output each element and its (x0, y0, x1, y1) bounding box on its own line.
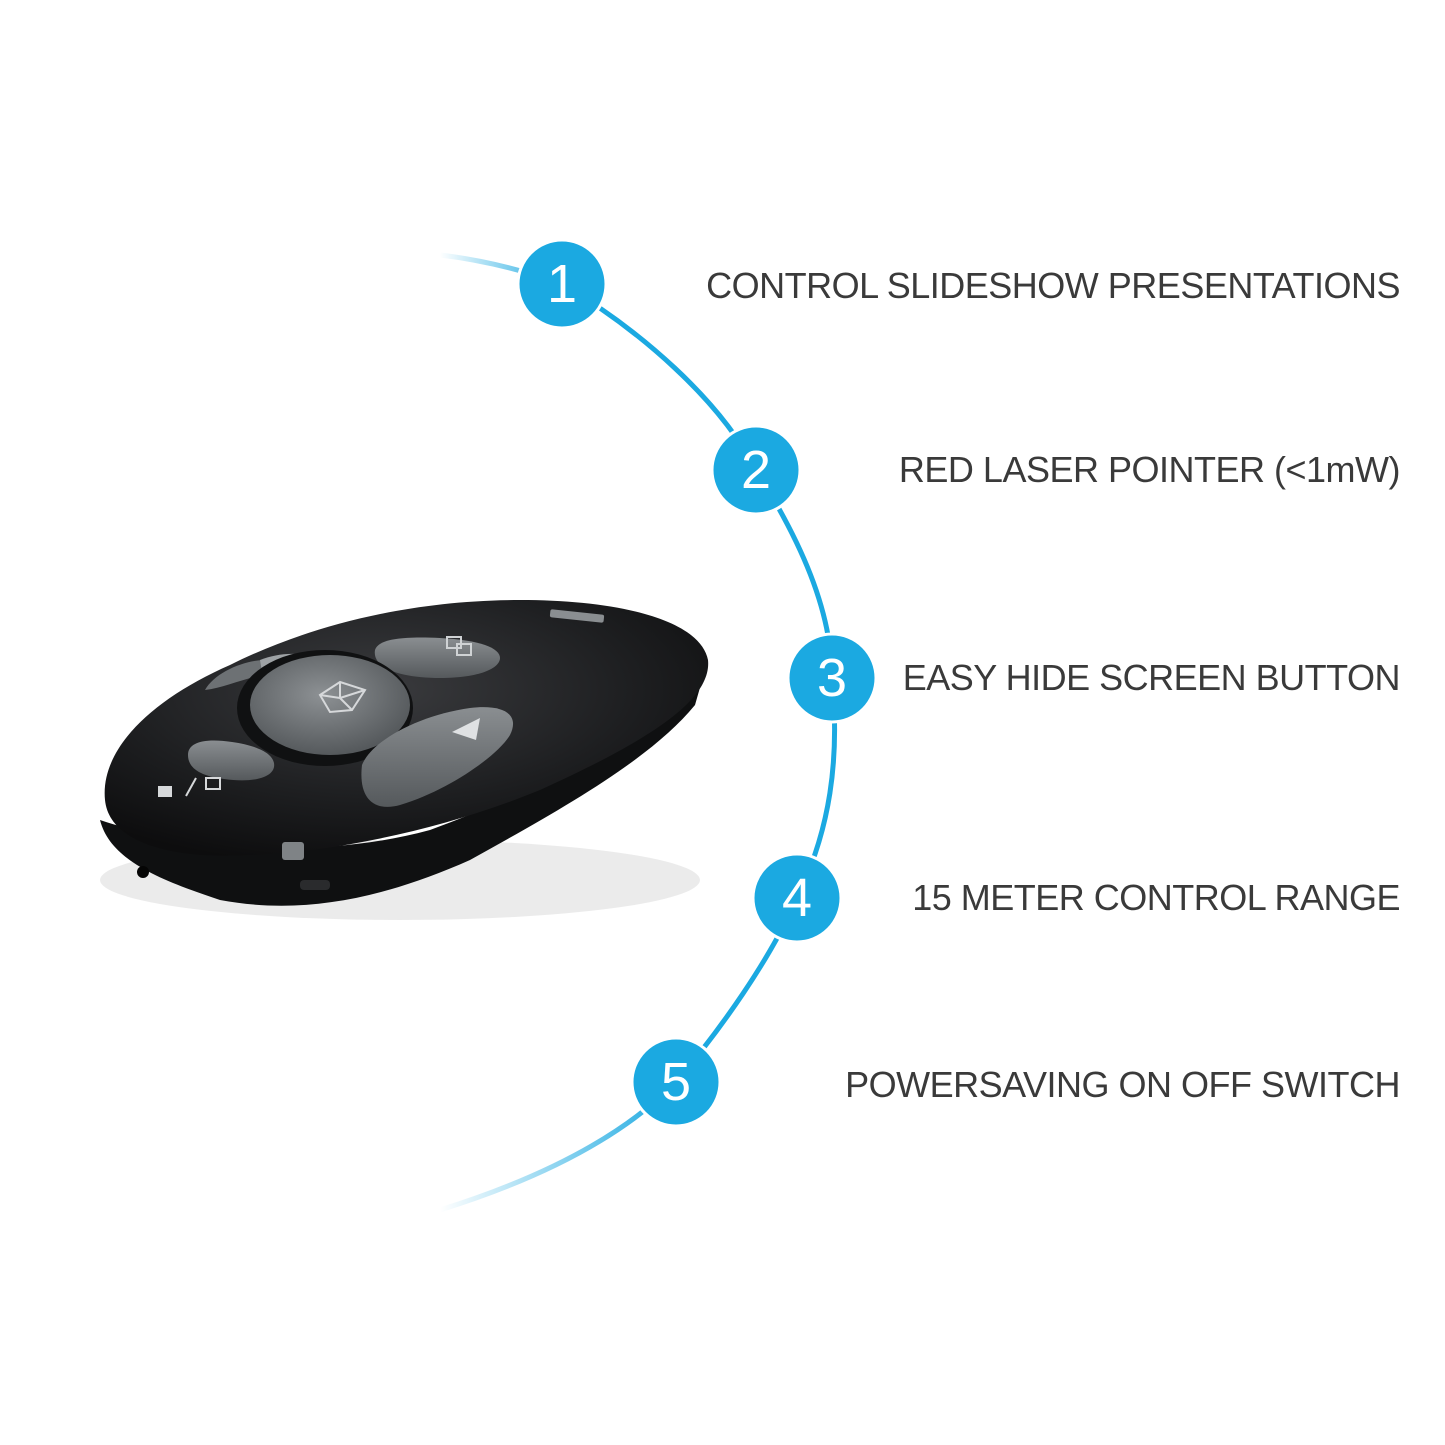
feature-label-3: EASY HIDE SCREEN BUTTON (902, 657, 1401, 698)
badge-number-4: 4 (781, 868, 813, 928)
badge-circle-4 (751, 852, 843, 944)
laser-button (250, 655, 410, 755)
feature-label-1: CONTROL SLIDESHOW PRESENTATIONS (706, 265, 1400, 306)
black-screen-symbol-icon (158, 777, 221, 797)
badge-number-3: 3 (816, 648, 848, 708)
badge-number-5: 5 (660, 1052, 692, 1112)
badge-circle-3 (786, 632, 878, 724)
badge-number-1: 1 (546, 254, 578, 314)
badge-number-2: 2 (740, 440, 772, 500)
badge-circle-1 (516, 238, 608, 330)
feature-label-2: RED LASER POINTER (<1mW) (898, 449, 1401, 490)
laser-star-icon (318, 680, 367, 714)
laser-aperture (137, 866, 149, 878)
black-screen-button (188, 740, 275, 781)
power-switch (282, 842, 304, 860)
feature-label-5: POWERSAVING ON OFF SWITCH (845, 1064, 1400, 1105)
presenter-remote-image (100, 600, 709, 920)
feature-label-4: 15 METER CONTROL RANGE (912, 877, 1400, 918)
hide-screen-symbol-icon (446, 636, 472, 656)
next-arrow-icon (452, 718, 480, 740)
brand-mark (549, 609, 605, 623)
hide-screen-button (374, 637, 500, 678)
top-left-button (205, 660, 265, 690)
badge-circle-5 (630, 1036, 722, 1128)
remote-side (100, 670, 705, 906)
badge-circle-2 (710, 424, 802, 516)
